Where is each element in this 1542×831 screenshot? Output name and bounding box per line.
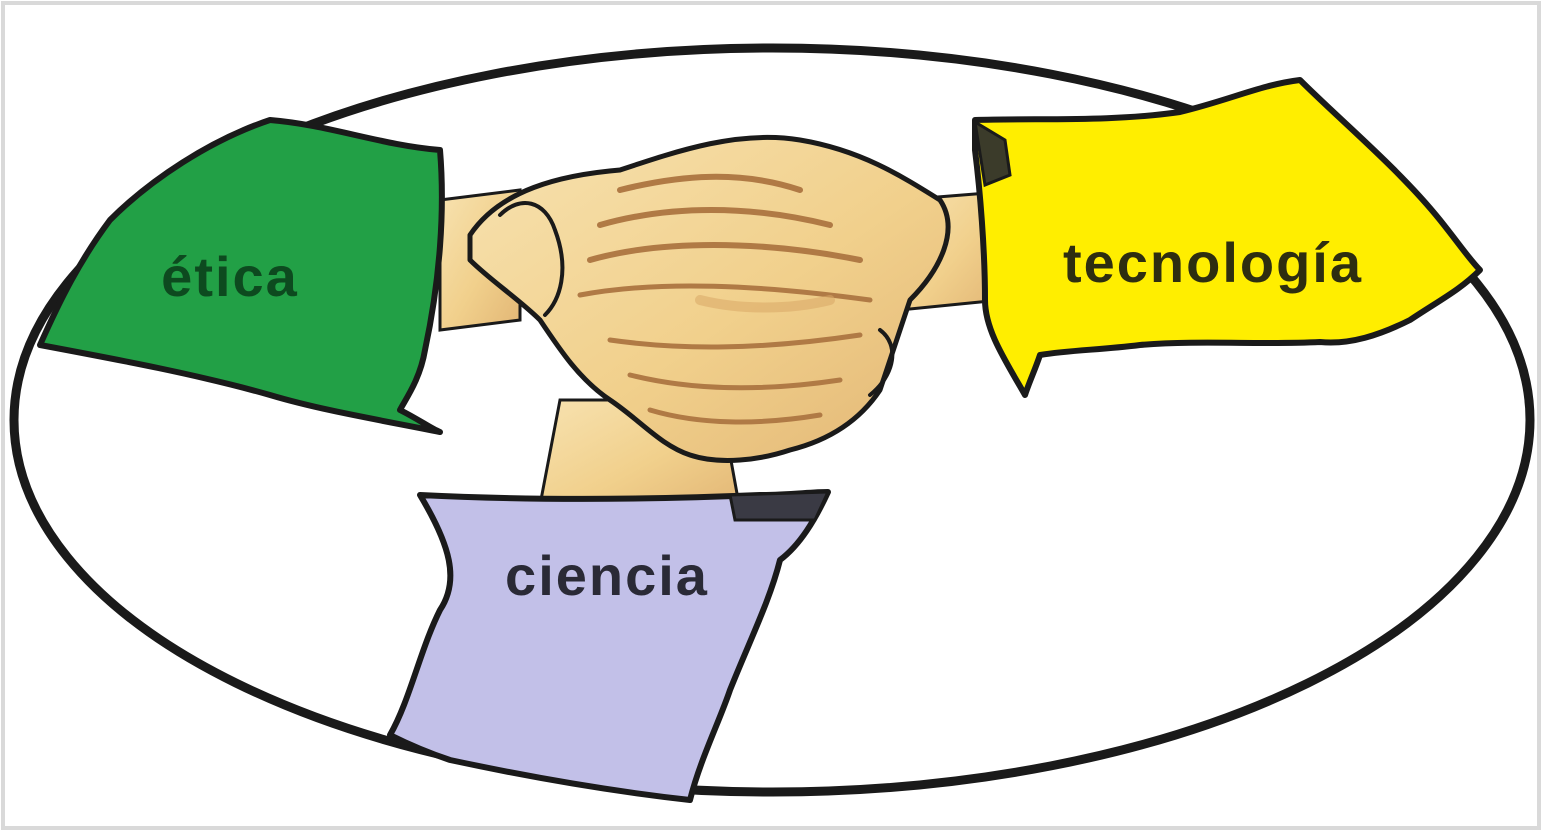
- ciencia-label: ciencia: [505, 544, 709, 607]
- tecnologia-label: tecnología: [1063, 231, 1363, 294]
- etica-label: ética: [161, 245, 299, 308]
